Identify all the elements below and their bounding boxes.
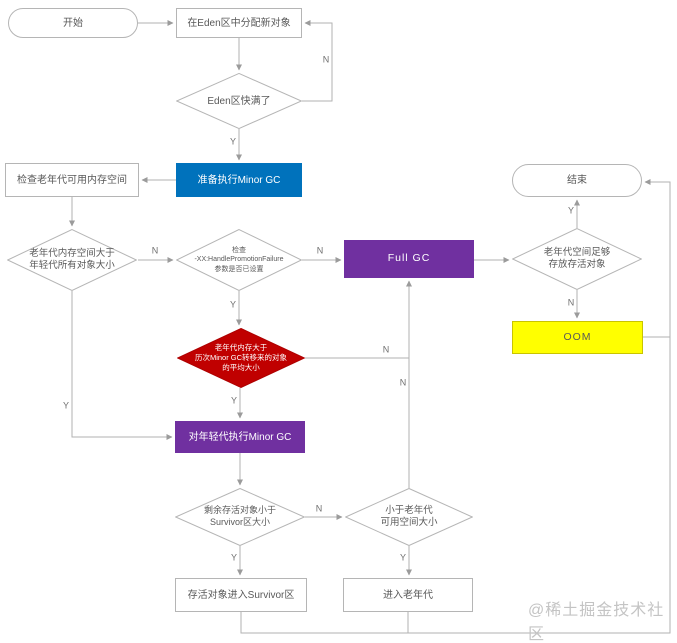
node-start: 开始 (8, 8, 138, 38)
branch-label-n: N (398, 377, 408, 388)
decision-survivor-fit-label: 剩余存活对象小于 Survivor区大小 (203, 505, 276, 527)
decision-avg-promoted: 老年代内存大于 历次Minor GC转移来的对象 的平均大小 (177, 328, 305, 388)
node-alloc-eden-label: 在Eden区中分配新对象 (187, 17, 291, 29)
diamond-shape (176, 229, 302, 291)
node-do-minor-gc: 对年轻代执行Minor GC (175, 421, 305, 453)
node-end-label: 结束 (567, 175, 587, 186)
decision-old-gt-young-label: 老年代内存空间大于 年轻代所有对象大小 (29, 247, 115, 271)
watermark: @稀土掘金技术社区 (528, 602, 665, 643)
decision-eden-full-label: Eden区快满了 (207, 95, 271, 107)
node-to-oldgen: 进入老年代 (343, 578, 473, 612)
branch-label-y: Y (229, 552, 239, 563)
branch-label-n: N (381, 344, 391, 355)
decision-handle-promotion-label: 检查 -XX:HandlePromotionFailure 参数是否已设置 (194, 247, 284, 273)
branch-label-y: Y (566, 205, 576, 216)
branch-label-n: N (314, 503, 324, 514)
branch-label-n: N (566, 297, 576, 308)
node-oom-label: OOM (563, 330, 592, 343)
node-prepare-minor-gc-label: 准备执行Minor GC (197, 174, 281, 186)
branch-label-y: Y (61, 400, 71, 411)
branch-label-y: Y (228, 136, 238, 147)
decision-handle-promotion: 检查 -XX:HandlePromotionFailure 参数是否已设置 (176, 229, 302, 291)
edge-oldgtyoung-y-minorgc (71, 291, 173, 440)
node-alloc-eden: 在Eden区中分配新对象 (176, 8, 302, 38)
node-oom: OOM (512, 321, 643, 354)
branch-label-n: N (315, 245, 325, 256)
decision-old-space-enough-label: 老年代空间足够 存放存活对象 (543, 246, 611, 270)
decision-avg-promoted-label: 老年代内存大于 历次Minor GC转移来的对象 的平均大小 (194, 343, 288, 372)
diamond-shape (176, 73, 302, 129)
diamond-shape (512, 228, 642, 290)
decision-oldgen-fit-label: 小于老年代 可用空间大小 (380, 504, 438, 528)
diamond-shape (345, 488, 473, 546)
branch-label-y: Y (398, 552, 408, 563)
decision-oldgen-fit: 小于老年代 可用空间大小 (345, 488, 473, 546)
diamond-shape (177, 328, 305, 388)
decision-eden-full: Eden区快满了 (176, 73, 302, 129)
branch-label-n: N (321, 54, 331, 65)
node-full-gc: Full GC (344, 240, 474, 278)
node-do-minor-gc-label: 对年轻代执行Minor GC (188, 431, 292, 443)
node-check-old-space-label: 检查老年代可用内存空间 (17, 174, 127, 186)
branch-label-n: N (150, 245, 160, 256)
decision-survivor-fit: 剩余存活对象小于 Survivor区大小 (175, 488, 305, 546)
node-start-label: 开始 (63, 17, 83, 29)
node-prepare-minor-gc: 准备执行Minor GC (176, 163, 302, 197)
node-end: 结束 (512, 164, 642, 197)
node-to-survivor: 存活对象进入Survivor区 (175, 578, 307, 612)
diamond-shape (175, 488, 305, 546)
node-full-gc-label: Full GC (387, 252, 431, 265)
node-check-old-space: 检查老年代可用内存空间 (5, 163, 139, 197)
branch-label-y: Y (229, 395, 239, 406)
decision-old-gt-young: 老年代内存空间大于 年轻代所有对象大小 (7, 229, 137, 291)
branch-label-y: Y (228, 299, 238, 310)
node-to-survivor-label: 存活对象进入Survivor区 (187, 589, 295, 601)
decision-old-space-enough: 老年代空间足够 存放存活对象 (512, 228, 642, 290)
edge-bottom-return-end (240, 179, 671, 634)
node-to-oldgen-label: 进入老年代 (383, 589, 433, 601)
edge-edenfull-n-loop (302, 20, 333, 102)
diamond-shape (7, 229, 137, 291)
